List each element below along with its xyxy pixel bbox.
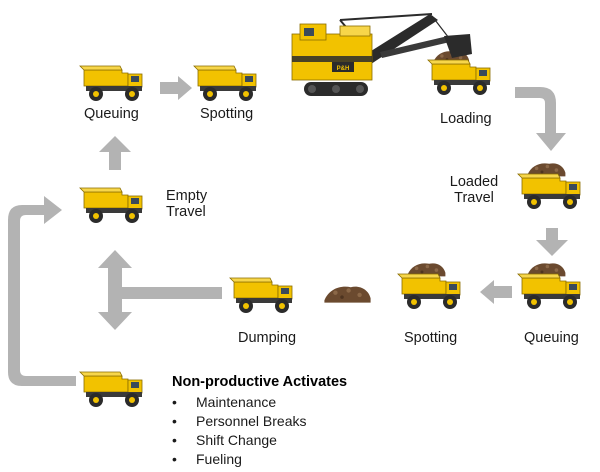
truck-spotting-bottom — [397, 263, 461, 310]
list-item-text: Fueling — [196, 451, 242, 467]
shovel-badge: P&H — [337, 66, 350, 72]
arrow-empty-travel-to-queuing — [99, 136, 131, 170]
truck-loaded-travel — [517, 163, 581, 210]
truck-queuing-bottom — [517, 263, 581, 310]
label-loaded-travel-line2: Travel — [454, 190, 494, 206]
arrow-dumping-fork — [98, 250, 222, 330]
label-empty-travel: Empty Travel — [166, 188, 207, 220]
arrow-queue-to-spot-top — [160, 76, 192, 100]
list-item: • Fueling — [172, 450, 307, 469]
truck-loading — [427, 51, 491, 96]
truck-spotting-top — [193, 65, 257, 102]
label-loading: Loading — [440, 111, 492, 127]
label-queuing-top: Queuing — [84, 106, 139, 122]
dumped-ore-pile — [324, 286, 371, 303]
bullet: • — [172, 432, 177, 448]
arrow-loaded-travel-to-queuing — [536, 228, 568, 256]
list-item: • Personnel Breaks — [172, 412, 307, 431]
truck-dumping — [229, 277, 293, 314]
label-spotting-top: Spotting — [200, 106, 254, 122]
truck-empty-travel — [79, 187, 143, 224]
nonproductive-title: Non-productive Activates — [172, 374, 348, 390]
list-item: • Maintenance — [172, 393, 307, 412]
nonproductive-list: • Maintenance • Personnel Breaks • Shift Ch… — [172, 393, 307, 469]
list-item-text: Shift Change — [196, 432, 277, 448]
arrow-loading-to-loaded-travel — [515, 87, 566, 151]
bullet: • — [172, 413, 177, 429]
arrow-nonproductive-loop — [8, 196, 76, 386]
list-item: • Shift Change — [172, 431, 307, 450]
arrow-queue-to-spot-bottom — [480, 280, 512, 304]
mining-shovel: P&H — [291, 13, 472, 96]
bullet: • — [172, 451, 177, 467]
truck-nonproductive — [79, 371, 143, 408]
label-dumping: Dumping — [238, 330, 297, 346]
label-loaded-travel: Loaded Travel — [444, 174, 504, 206]
list-item-text: Personnel Breaks — [196, 413, 307, 429]
label-queuing-bottom: Queuing — [524, 330, 579, 346]
list-item-text: Maintenance — [196, 394, 277, 410]
label-spotting-bottom: Spotting — [404, 330, 458, 346]
bullet: • — [172, 394, 177, 410]
label-empty-travel-line2: Travel — [166, 204, 206, 220]
truck-queuing-top — [79, 65, 143, 102]
label-loaded-travel-line1: Loaded — [449, 174, 499, 190]
label-empty-travel-line1: Empty — [166, 188, 208, 204]
